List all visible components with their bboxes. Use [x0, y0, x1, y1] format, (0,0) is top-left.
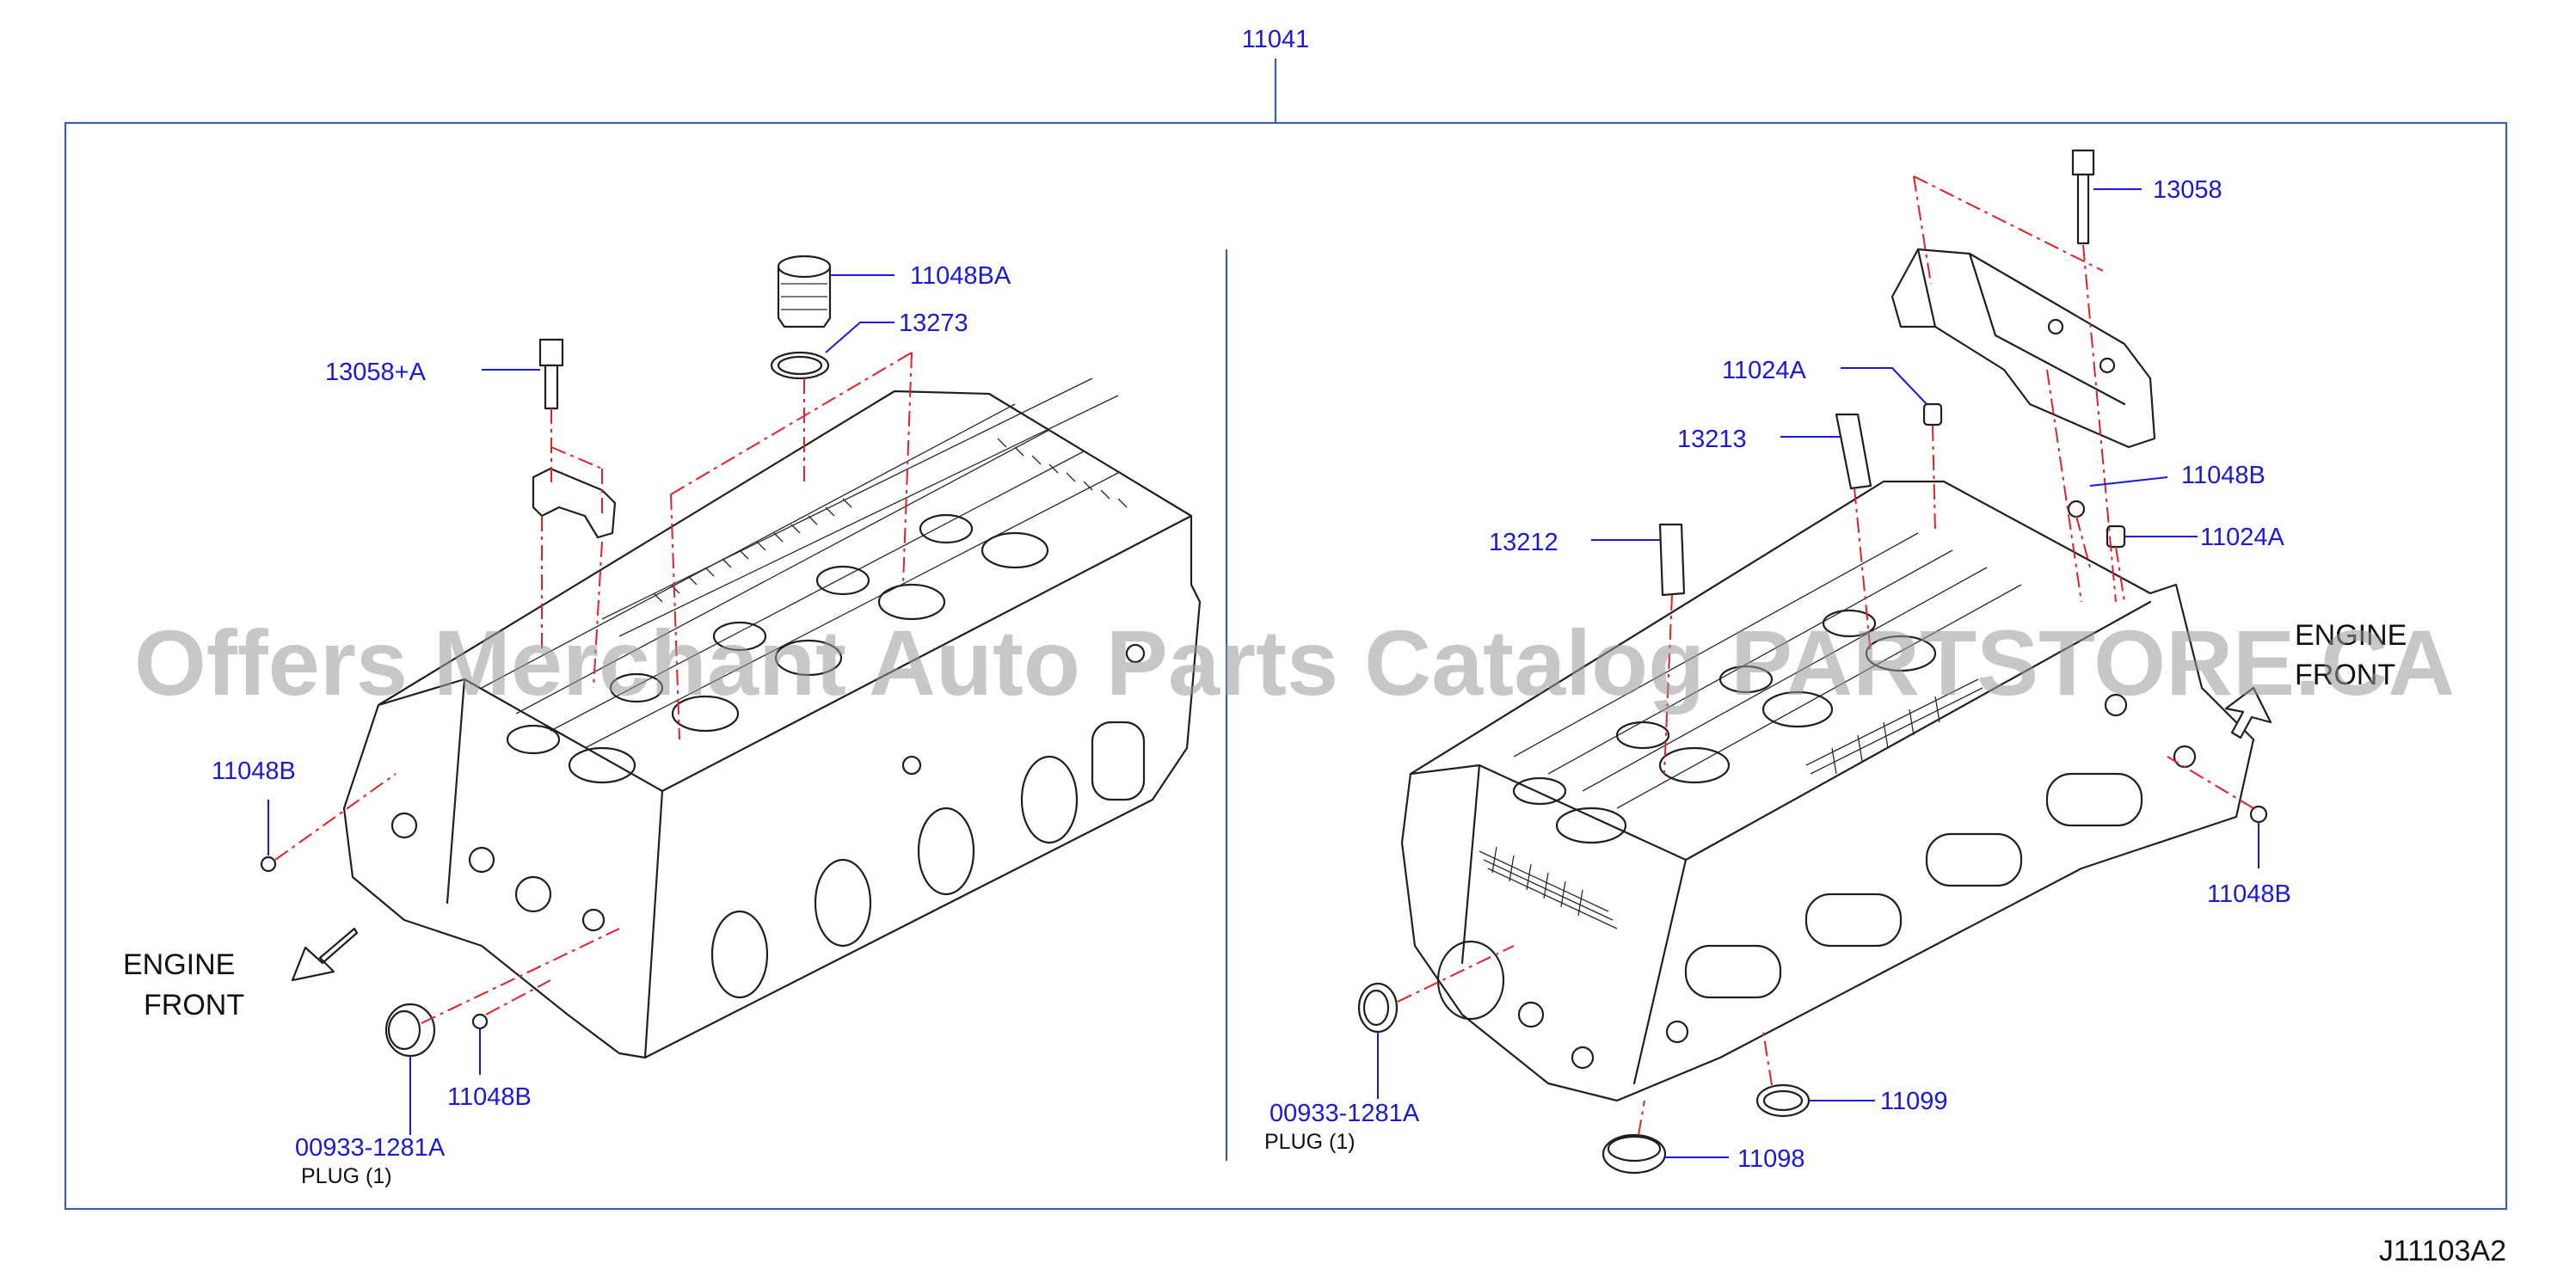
callout-11048b-left-side[interactable]: 11048B: [212, 758, 296, 785]
ball-plug-left-side: [260, 856, 277, 873]
callout-00933-right[interactable]: 00933-1281A: [1270, 1100, 1420, 1127]
seal-11098-drawing: [1602, 1133, 1667, 1175]
callout-11048b-left-bottom[interactable]: 11048B: [447, 1083, 532, 1111]
bolt-13058-drawing: [2071, 149, 2095, 245]
left-leader-lines: [267, 274, 895, 1135]
right-leader-lines: [1377, 188, 2259, 1158]
nut-11024a-top-drawing: [1922, 402, 1943, 426]
callout-11048ba[interactable]: 11048BA: [910, 262, 1011, 290]
callout-13273[interactable]: 13273: [899, 310, 968, 337]
callout-11024a-top[interactable]: 11024A: [1722, 357, 1806, 384]
engine-front-label-right-line1: ENGINE: [2295, 619, 2407, 652]
callout-11048b-right-top[interactable]: 11048B: [2181, 462, 2266, 489]
ball-plug-left-bottom: [471, 1013, 489, 1030]
plug-11048ba-drawing: [777, 255, 832, 328]
callout-11099[interactable]: 11099: [1880, 1088, 1948, 1115]
figure-code: J11103A2: [2379, 1235, 2506, 1267]
diagram-frame: [64, 58, 2508, 1211]
engine-front-label-left-line2: FRONT: [144, 989, 244, 1021]
engine-front-label-right-line2: FRONT: [2295, 659, 2395, 691]
callout-13058[interactable]: 13058: [2153, 176, 2222, 204]
right-cylinder-head-drawing: [1357, 149, 2272, 1175]
plug-note-right: PLUG (1): [1264, 1130, 1356, 1154]
left-cylinder-head-drawing: [260, 255, 1202, 1059]
callout-13213[interactable]: 13213: [1677, 426, 1747, 453]
watermark-text: Offers Merchant Auto Parts Catalog PARTS…: [134, 610, 2455, 715]
callout-00933-left[interactable]: 00933-1281A: [295, 1134, 446, 1162]
callout-13212[interactable]: 13212: [1489, 529, 1559, 556]
seal-00933-left-drawing: [384, 1003, 436, 1058]
plug-note-left: PLUG (1): [301, 1164, 392, 1188]
ball-plug-right-side: [2249, 805, 2268, 824]
engine-front-label-left-line1: ENGINE: [123, 948, 235, 981]
seal-11099-drawing: [1755, 1083, 1811, 1118]
callout-11024a-right[interactable]: 11024A: [2200, 524, 2284, 551]
seal-00933-right-drawing: [1357, 982, 1399, 1034]
callout-13058a[interactable]: 13058+A: [325, 359, 427, 386]
bolt-13058a-drawing: [538, 338, 564, 410]
engine-front-arrow-right: [2224, 686, 2272, 739]
callout-11098[interactable]: 11098: [1737, 1145, 1805, 1173]
dowel-13212-drawing: [1658, 523, 1686, 597]
callouts: 11041 11048BA 13273 13058+A 11048B 11048…: [123, 26, 2506, 1267]
ball-plug-right-top: [2067, 500, 2086, 518]
engine-front-arrow-left: [291, 927, 359, 982]
dowel-13213-drawing: [1835, 413, 1872, 490]
callout-11041[interactable]: 11041: [1242, 26, 1310, 53]
callout-11048b-right-side[interactable]: 11048B: [2207, 880, 2291, 908]
